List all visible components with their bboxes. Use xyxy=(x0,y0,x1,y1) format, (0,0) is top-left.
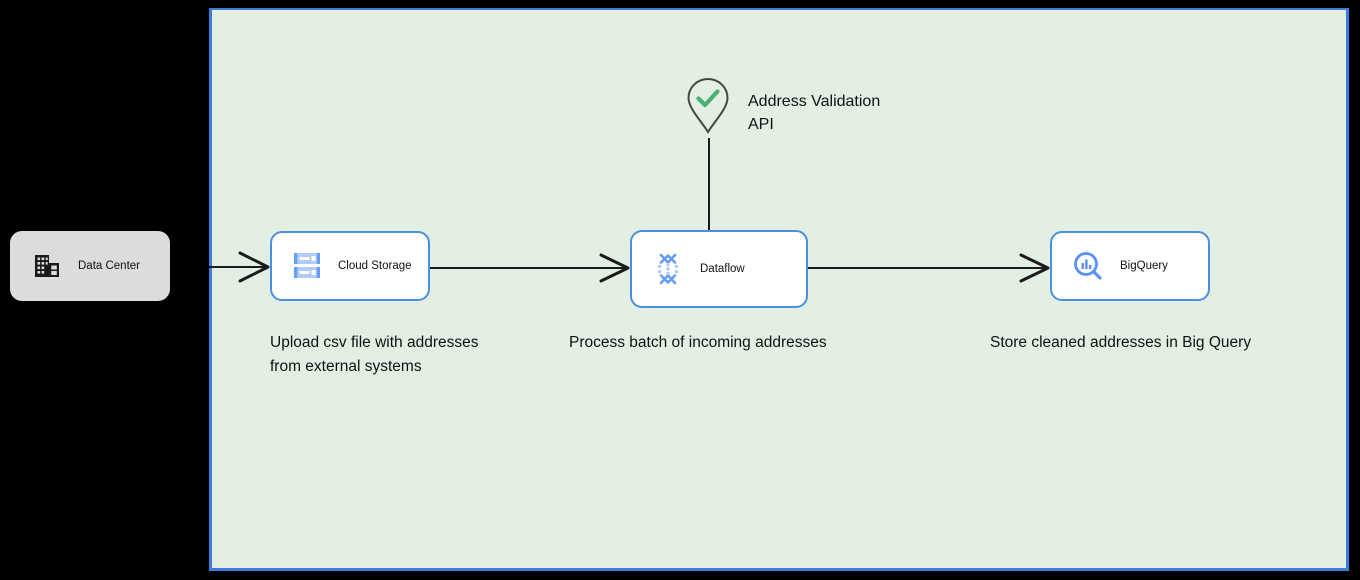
caption-cloud-storage: Upload csv file with addresses from exte… xyxy=(270,334,479,375)
data-center-label: Data Center xyxy=(78,260,141,272)
building-icon xyxy=(32,251,62,281)
cloud-storage-node[interactable]: Cloud Storage xyxy=(270,231,430,301)
bigquery-label: BigQuery xyxy=(1120,260,1168,272)
bigquery-node[interactable]: BigQuery xyxy=(1050,231,1210,301)
data-center-node[interactable]: Data Center xyxy=(10,231,170,301)
dataflow-label: Dataflow xyxy=(700,263,745,275)
caption-bigquery: Store cleaned addresses in Big Query xyxy=(990,334,1252,351)
dataflow-node[interactable]: Dataflow xyxy=(630,230,808,308)
cloud-storage-icon xyxy=(292,250,322,282)
dataflow-icon xyxy=(652,252,684,286)
cloud-storage-label: Cloud Storage xyxy=(338,260,412,272)
caption-dataflow: Process batch of incoming addresses xyxy=(569,334,827,351)
bigquery-icon xyxy=(1072,250,1104,282)
address-validation-api-label: Address Validation API xyxy=(748,93,881,133)
